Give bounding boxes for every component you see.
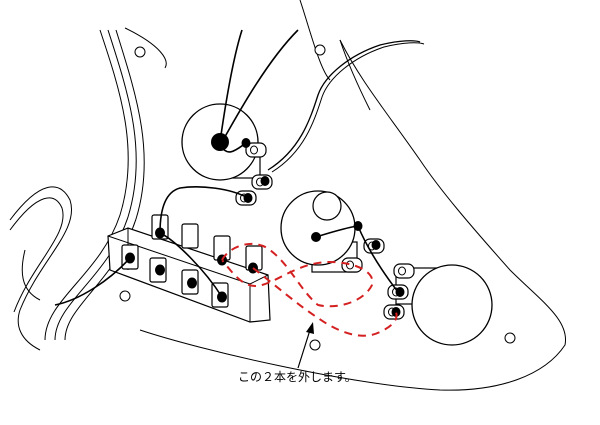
black-wires xyxy=(54,29,399,306)
screw-hole xyxy=(504,332,516,344)
screw-hole xyxy=(134,46,146,58)
screw-hole xyxy=(119,290,131,302)
screw-hole xyxy=(309,339,321,351)
pickguard-outline xyxy=(139,0,567,391)
annotation-caption: この２本を外します。 xyxy=(238,370,357,384)
switch-lugs-upper xyxy=(151,214,263,271)
screw-hole xyxy=(314,44,326,56)
removed-wire-1 xyxy=(221,242,374,308)
tone-pot-2 xyxy=(383,263,493,346)
screw-holes xyxy=(119,44,516,351)
ground-wire xyxy=(267,40,421,171)
annotation-arrow xyxy=(297,322,314,369)
pickup-selector-switch xyxy=(107,214,271,323)
removed-wire-2 xyxy=(252,267,398,337)
tone-pot xyxy=(280,190,385,273)
wires-to-remove xyxy=(221,242,398,337)
body-cavity-outline xyxy=(9,27,167,351)
